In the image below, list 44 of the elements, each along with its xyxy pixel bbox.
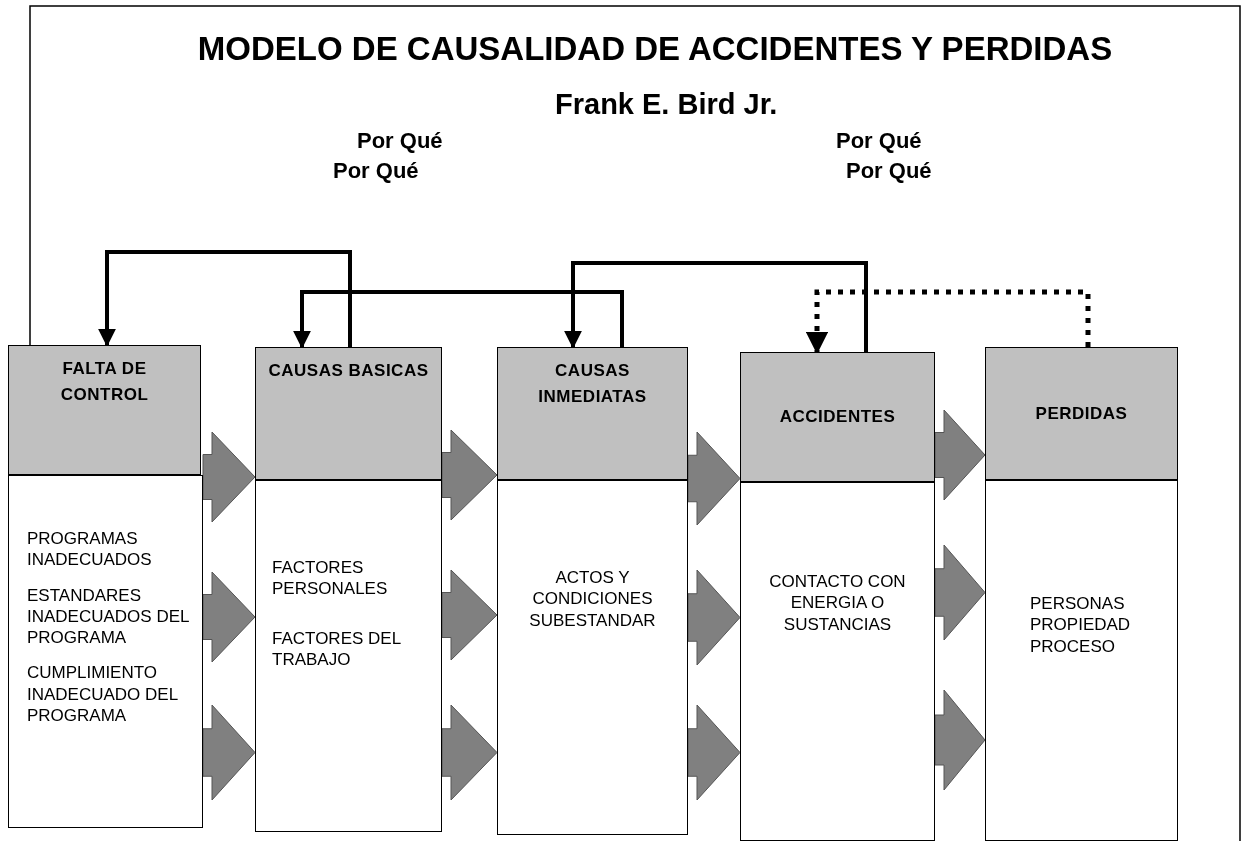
feedback-arrow (293, 290, 624, 349)
body-text: ESTANDARES INADECUADOS DEL PROGRAMA (27, 584, 190, 649)
block-arrow (687, 569, 741, 666)
block-arrow (202, 571, 256, 663)
title: MODELO DE CAUSALIDAD DE ACCIDENTES Y PERDIDAS (196, 30, 1114, 68)
header-text: CAUSAS BASICAS (268, 360, 429, 382)
content-box (255, 480, 442, 832)
block-arrow (687, 431, 741, 526)
block-arrow (202, 431, 256, 523)
why-label: Por Qué (846, 158, 932, 184)
header-box (8, 345, 201, 475)
block-arrow (687, 704, 741, 801)
body-text: FACTORES DEL TRABAJO (272, 627, 402, 670)
block-arrow (441, 704, 498, 801)
header-box (497, 347, 688, 480)
block-arrow (934, 689, 986, 791)
body-text: CONTACTO CON ENERGIA O SUSTANCIAS (768, 571, 907, 635)
block-arrow (934, 409, 986, 501)
content-box (740, 482, 935, 841)
why-label: Por Qué (836, 128, 922, 154)
body-text: FACTORES PERSONALES (272, 557, 389, 600)
block-arrow (202, 704, 256, 801)
block-arrow (441, 429, 498, 521)
header-text: FALTA DE CONTROL (59, 358, 150, 406)
feedback-arrow (98, 250, 352, 347)
body-text: PERSONAS PROPIEDAD PROCESO (1030, 593, 1132, 657)
header-text: ACCIDENTES (779, 406, 896, 429)
body-text: ACTOS Y CONDICIONES SUBESTANDAR (528, 567, 657, 631)
subtitle: Frank E. Bird Jr. (555, 88, 778, 121)
header-text: CAUSAS INMEDIATAS (537, 360, 648, 408)
why-label: Por Qué (333, 158, 419, 184)
block-arrow (441, 569, 498, 661)
content-box (985, 480, 1178, 841)
feedback-arrow (564, 261, 868, 352)
header-box (985, 347, 1178, 480)
body-text: PROGRAMAS INADECUADOS (27, 528, 153, 571)
content-box (497, 480, 688, 835)
header-text: PERDIDAS (1035, 402, 1128, 425)
block-arrow (934, 544, 986, 641)
body-text: CUMPLIMIENTO INADECUADO DEL PROGRAMA (27, 662, 179, 726)
header-box (740, 352, 935, 482)
why-label: Por Qué (357, 128, 443, 154)
header-box (255, 347, 442, 480)
content-box (8, 475, 203, 828)
